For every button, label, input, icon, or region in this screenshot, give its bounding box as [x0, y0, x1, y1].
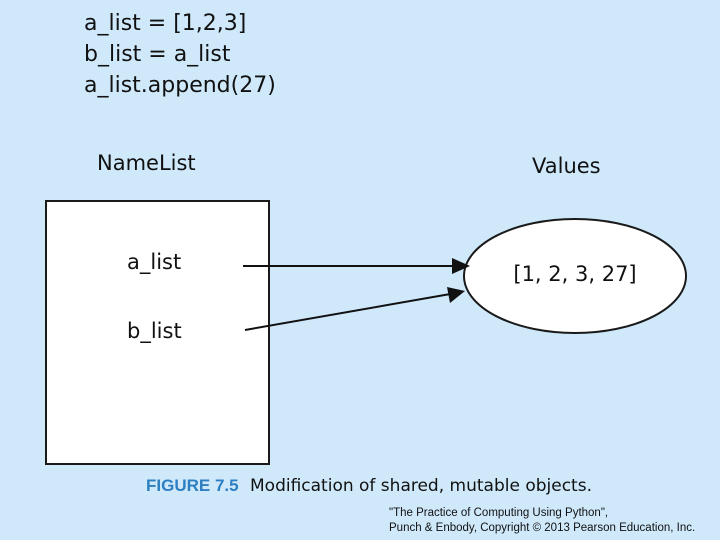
- arrow-b-list: [244, 292, 457, 331]
- figure-label: FIGURE 7.5: [146, 476, 239, 495]
- namelist-heading: NameList: [97, 151, 196, 175]
- credit-line-1: "The Practice of Computing Using Python"…: [389, 507, 609, 519]
- name-entry-b-list: b_list: [127, 319, 182, 343]
- arrowhead-b-list: [447, 287, 465, 303]
- list-value: [1, 2, 3, 27]: [513, 262, 637, 286]
- code-line-2: b_list = a_list: [84, 42, 231, 67]
- figure-caption: FIGURE 7.5 Modification of shared, mutab…: [146, 476, 592, 496]
- code-line-1: a_list = [1,2,3]: [84, 11, 247, 36]
- name-entry-a-list: a_list: [127, 250, 182, 274]
- figure-caption-text: Modification of shared, mutable objects.: [250, 476, 592, 496]
- copyright-credit: "The Practice of Computing Using Python"…: [389, 506, 695, 536]
- values-heading: Values: [532, 154, 601, 178]
- credit-line-2: Punch & Enbody, Copyright © 2013 Pearson…: [389, 522, 696, 534]
- code-line-3: a_list.append(27): [84, 73, 276, 98]
- namelist-box: a_list b_list: [45, 200, 270, 465]
- code-block: a_list = [1,2,3] b_list = a_list a_list.…: [84, 8, 484, 101]
